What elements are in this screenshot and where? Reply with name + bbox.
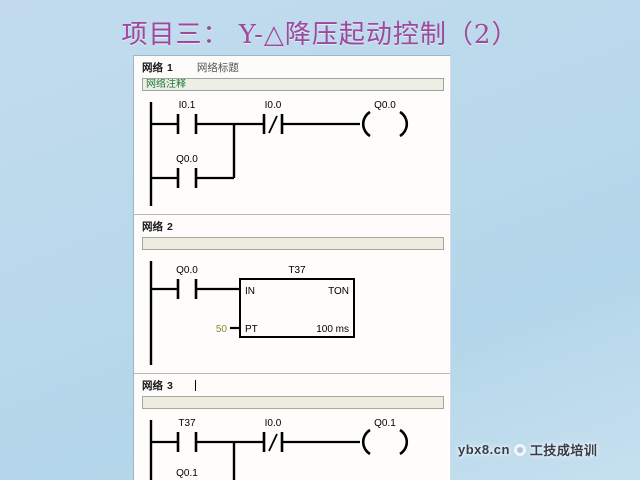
- network-2-label: 网络: [142, 221, 163, 233]
- network-1-title[interactable]: 网络标题: [196, 62, 239, 74]
- page-title: 项目三： Y-△降压起动控制（2）: [121, 20, 519, 50]
- network-3-comment[interactable]: [142, 396, 444, 409]
- network-divider: [134, 214, 450, 215]
- timer-block-name: T37: [288, 265, 306, 276]
- watermark: ybx8.cn 工技成培训: [458, 440, 597, 459]
- network-2-rung: Q0.0 T37 IN TON PT 100 ms 50: [134, 253, 450, 373]
- network-1: 网络 1 网络标题 网络注释 I0.1 Q0.0: [134, 56, 450, 214]
- network-3: 网络 3 T37 Q0.1: [134, 374, 450, 480]
- network-2-header: 网络 2: [134, 215, 450, 236]
- network-1-comment-wrap: 网络注释: [134, 77, 450, 94]
- coil-label-q00: Q0.0: [374, 100, 396, 111]
- contact-label-q00-branch: Q0.0: [176, 154, 198, 165]
- watermark-logo-icon: [513, 443, 526, 456]
- network-2: 网络 2 Q0.0 T37 IN TON PT 100 ms 50: [134, 215, 450, 373]
- contact-label-i00: I0.0: [265, 418, 282, 429]
- network-1-rung: I0.1 Q0.0 I0.0 Q0.0: [134, 94, 450, 214]
- contact-label-q01-branch: Q0.1: [176, 468, 198, 479]
- contact-label-i00: I0.0: [265, 100, 282, 111]
- coil-right-arc: [399, 110, 409, 138]
- network-divider: [134, 373, 450, 374]
- coil-label-q01: Q0.1: [374, 418, 396, 429]
- network-3-comment-wrap: [134, 395, 450, 412]
- timer-pt-value[interactable]: 50: [216, 324, 228, 335]
- coil-left-arc: [361, 110, 371, 138]
- watermark-site: ybx8.cn: [458, 442, 510, 457]
- timer-type-label: TON: [328, 286, 349, 297]
- text-cursor: [194, 380, 196, 391]
- nc-slash: [268, 115, 278, 134]
- timer-pt-label: PT: [245, 324, 258, 335]
- network-2-number: 2: [167, 220, 173, 233]
- network-3-rung: T37 Q0.1 I0.0 Q0.1: [134, 412, 450, 480]
- network-3-number: 3: [167, 379, 173, 392]
- network-1-comment[interactable]: 网络注释: [142, 78, 444, 91]
- network-3-label: 网络: [142, 380, 163, 392]
- network-2-comment-wrap: [134, 236, 450, 253]
- timer-in-label: IN: [245, 286, 255, 297]
- network-1-number: 1: [167, 61, 173, 74]
- coil-right-arc: [399, 428, 409, 456]
- watermark-brand: 工技成培训: [529, 443, 598, 458]
- network-3-header: 网络 3: [134, 374, 450, 395]
- timer-time-base: 100 ms: [316, 324, 349, 335]
- contact-label-i01: I0.1: [179, 100, 196, 111]
- coil-left-arc: [361, 428, 371, 456]
- network-1-header: 网络 1 网络标题: [134, 56, 450, 77]
- network-1-label: 网络: [142, 62, 163, 74]
- nc-slash: [268, 433, 278, 452]
- contact-label-q00: Q0.0: [176, 265, 198, 276]
- contact-label-t37: T37: [178, 418, 196, 429]
- timer-block-t37[interactable]: [239, 278, 355, 338]
- ladder-diagram-canvas: 网络 1 网络标题 网络注释 I0.1 Q0.0: [133, 55, 451, 480]
- network-2-comment[interactable]: [142, 237, 444, 250]
